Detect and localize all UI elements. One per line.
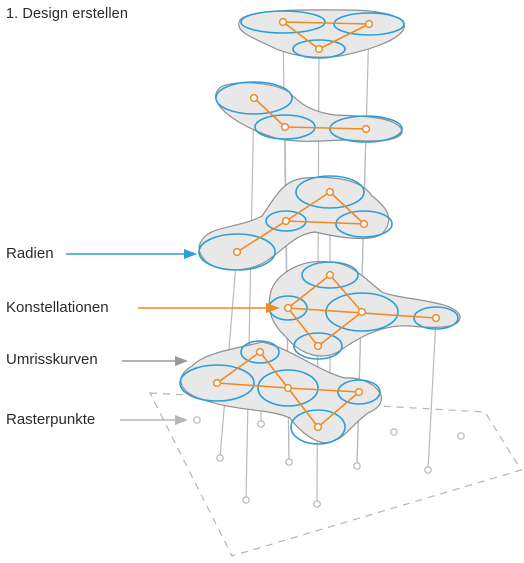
grid-point [257,420,265,428]
layer-5 [179,340,382,445]
constellation-node [313,341,323,351]
arrow-rasterpunkte [120,415,188,425]
constellation-node [232,247,242,257]
grid-point [457,432,465,440]
radius-circle [290,409,346,445]
constellation-lines [282,21,370,50]
constellation-node [359,219,369,229]
radius-circle [293,332,343,360]
constellation-node [212,378,222,388]
constellation-node [249,93,259,103]
layer-4 [268,260,461,360]
constellation-node [280,122,290,132]
constellation-node [278,17,288,27]
grid-point [193,416,201,424]
grid-point [424,466,432,474]
radius-circle [292,39,346,59]
constellation-node [431,313,441,323]
radius-circle [325,292,399,332]
layer-1 [238,9,405,59]
constellation-node [281,216,291,226]
radius-circle [198,233,276,271]
radius-circle [295,175,365,209]
constellation-lines [253,97,367,130]
grid-point [390,428,398,436]
radius-circle [240,340,280,364]
grid-point [216,454,224,462]
grid-point [285,458,293,466]
radius-circle [240,10,326,34]
radius-circle [257,369,319,407]
arrow-konstellationen [138,303,280,313]
constellation-node [325,270,335,280]
radius-circle [333,12,405,36]
diagram-title: 1. Design erstellen [6,6,128,22]
contour-curve [180,341,382,444]
constellation-node [354,387,364,397]
constellation-node [361,124,371,134]
constellation-node [325,187,335,197]
constellation-lines [216,351,360,428]
grid-point [242,496,250,504]
grid-point [313,500,321,508]
constellation-node [357,307,367,317]
legend-label-radien: Radien [6,245,54,262]
radius-circle [179,364,255,402]
grid-point [353,462,361,470]
arrow-umrisskurven [122,356,188,366]
constellation-node [314,44,324,54]
constellation-lines [236,191,365,253]
radius-circle [329,115,403,143]
legend-label-konstellationen: Konstellationen [6,299,109,316]
radius-circle [215,81,293,115]
constellation-node [364,19,374,29]
constellation-node [313,422,323,432]
layer-2 [215,81,403,143]
layer-3 [198,175,393,271]
radius-circle [301,261,359,289]
legend-label-rasterpunkte: Rasterpunkte [6,411,96,428]
arrow-radien [66,249,197,259]
constellation-node [283,383,293,393]
legend-label-umrisskurven: Umrisskurven [6,351,98,368]
contour-curve [215,82,403,142]
constellation-node [255,347,265,357]
radius-circle [413,306,459,330]
constellation-node [283,303,293,313]
radius-circle [337,379,381,405]
radius-circle [335,210,393,238]
